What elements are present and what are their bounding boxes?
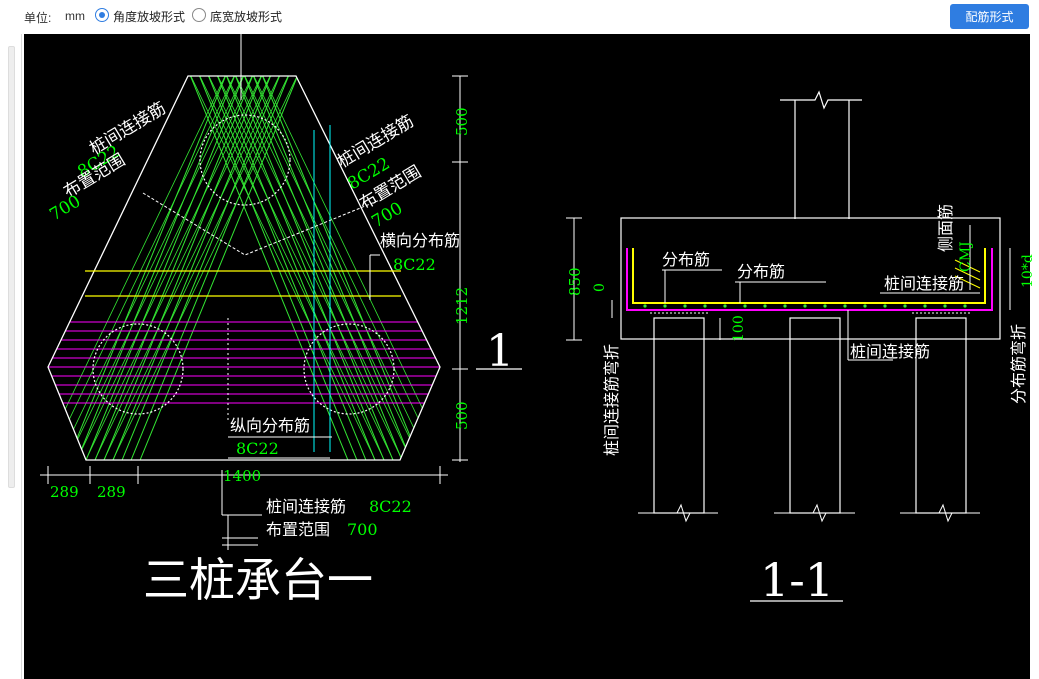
rebar-dot <box>663 304 667 308</box>
section-title: 1-1 <box>760 553 834 607</box>
section-cap <box>620 217 1001 340</box>
section-view: 分布筋 分布筋 桩间连接筋 桩间连接筋 侧面筋 CMJ 桩间连接筋弯折 分布筋弯… <box>566 90 1036 607</box>
conn-bottom-label: 桩间连接筋 <box>850 342 930 361</box>
transverse-bar: 8C22 <box>393 255 436 274</box>
rebar-dot <box>963 304 967 308</box>
rebar-dot <box>803 304 807 308</box>
pile-circle-left <box>92 323 184 415</box>
rebar-dot <box>683 304 687 308</box>
dim-289-b: 289 <box>97 483 126 501</box>
dist1-label: 分布筋 <box>662 250 710 269</box>
section-dim-850: 850 <box>566 267 584 296</box>
side-bars <box>954 259 981 289</box>
rebar-line <box>53 76 247 460</box>
conn-bent-label: 桩间连接筋弯折 <box>602 344 621 456</box>
pile-circle-right <box>303 323 395 415</box>
bottom-conn-label: 桩间连接筋 <box>266 497 346 516</box>
unit-value: mm <box>65 9 85 23</box>
rebar-line <box>135 76 301 460</box>
rebar-form-button[interactable]: 配筋形式 <box>950 4 1029 29</box>
rebar-line <box>63 76 229 460</box>
rebar-dot <box>783 304 787 308</box>
cad-canvas[interactable]: 1 桩间连接筋 8C22 布置范围 700 桩间连接筋 8C22 布置范围 70… <box>24 34 1036 679</box>
dim-500-top: 500 <box>453 107 471 136</box>
panel-divider <box>21 34 22 679</box>
pile-circle-top <box>199 114 291 206</box>
side-bar-label: 侧面筋 <box>936 204 955 252</box>
rebar-dot <box>903 304 907 308</box>
angle-slope-radio[interactable] <box>95 8 109 22</box>
cap-outline <box>47 75 441 461</box>
bottom-range-value: 700 <box>347 520 378 539</box>
unit-label: 单位: <box>24 11 52 25</box>
toolbar: 单位: mm 角度放坡形式 底宽放坡形式 配筋形式 <box>0 0 1039 34</box>
dim-1212: 1212 <box>453 287 471 325</box>
pile-break-2 <box>774 503 855 523</box>
rebar-line <box>126 76 292 460</box>
section-yellow-bar <box>632 248 986 304</box>
bottom-range-label: 布置范围 <box>266 520 330 539</box>
rebar-line <box>71 76 265 460</box>
transverse-label: 横向分布筋 <box>380 231 460 250</box>
rebar-dot <box>723 304 727 308</box>
rebar-dot <box>943 304 947 308</box>
rebar-line <box>72 76 238 460</box>
magenta-rebar-lines <box>48 321 440 404</box>
rebar-dot <box>643 304 647 308</box>
rebar-dot <box>843 304 847 308</box>
rebar-dot <box>763 304 767 308</box>
section-pile-3 <box>915 317 967 514</box>
section-pile-2 <box>789 317 841 514</box>
section-rebar-dots <box>643 304 967 308</box>
ten-d-label: 10*d <box>1020 254 1036 288</box>
drawing-svg: 1 桩间连接筋 8C22 布置范围 700 桩间连接筋 8C22 布置范围 70… <box>40 34 1036 607</box>
section-dim-100: 100 <box>731 315 747 342</box>
section-marker: 1 <box>486 326 514 377</box>
width-slope-radio[interactable] <box>192 8 206 22</box>
width-slope-label[interactable]: 底宽放坡形式 <box>210 10 283 24</box>
angle-slope-label[interactable]: 角度放坡形式 <box>113 10 186 24</box>
rebar-dot <box>923 304 927 308</box>
dist-bent-label: 分布筋弯折 <box>1009 324 1028 404</box>
rebar-dot <box>863 304 867 308</box>
left-scrollbar[interactable] <box>8 46 15 488</box>
pile-break-3 <box>900 503 980 523</box>
rebar-dot <box>883 304 887 308</box>
pile-break-1 <box>638 503 718 523</box>
dim-289-a: 289 <box>50 483 79 501</box>
rebar-dot <box>743 304 747 308</box>
cmj-label: CMJ <box>958 241 974 272</box>
right-panel-edge <box>1030 34 1039 679</box>
bottom-conn-bar: 8C22 <box>369 497 412 516</box>
section-magenta-bar <box>626 248 993 311</box>
range-leader-v <box>142 192 381 256</box>
longitudinal-label: 纵向分布筋 <box>230 416 310 435</box>
left-panel-edge <box>0 34 24 679</box>
section-dim-0: 0 <box>592 283 608 292</box>
dim-500-bottom: 500 <box>453 401 471 430</box>
conn-top-label: 桩间连接筋 <box>884 274 964 293</box>
column-break <box>780 90 862 110</box>
plan-title: 三桩承台一 <box>143 553 373 607</box>
rebar-line <box>62 76 256 460</box>
rebar-dot <box>823 304 827 308</box>
longitudinal-bar: 8C22 <box>236 439 279 458</box>
rebar-dot <box>703 304 707 308</box>
section-pile-1 <box>653 317 705 514</box>
plan-view: 1 桩间连接筋 8C22 布置范围 700 桩间连接筋 8C22 布置范围 70… <box>40 34 522 607</box>
dist2-label: 分布筋 <box>737 262 785 281</box>
dim-1400: 1400 <box>223 467 261 485</box>
